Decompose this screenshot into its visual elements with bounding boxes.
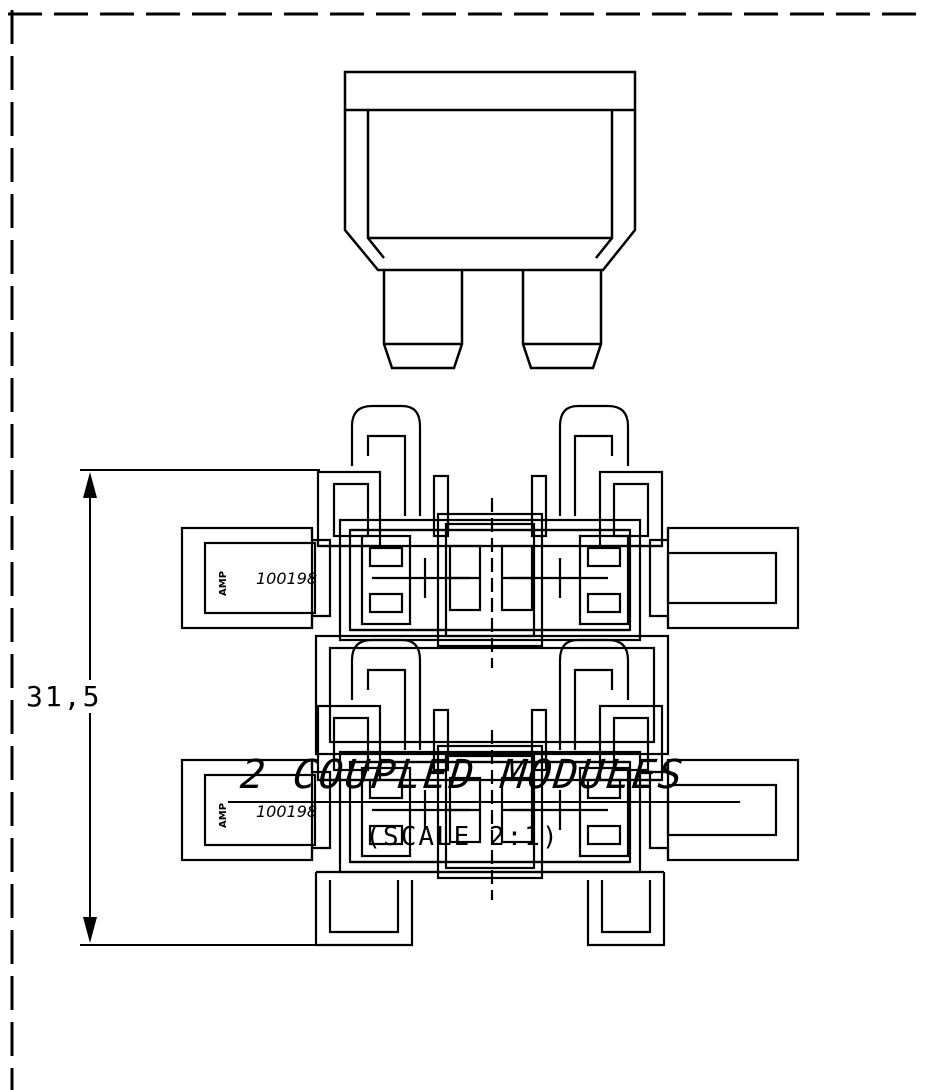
top-latch-post [530,474,548,538]
amp-logo-top: AMP [218,571,229,596]
module-bottom-clip [578,766,630,858]
module-top-clip [360,534,412,626]
middle-latch-post [530,708,548,772]
dimension-arrow-top [83,472,97,498]
module-bottom-clip [360,766,412,858]
module-top-left-tab [180,526,314,630]
amp-logo-bottom: AMP [218,803,229,828]
module-top-right-tab-inner [666,551,778,605]
coupled-modules-assembly [180,404,800,947]
dimension-arrow-bottom [83,917,97,943]
top-latch-left-hook [350,404,422,516]
top-latch-post [432,474,450,538]
dashed-frame [8,10,925,1090]
top-latch-left-hook-inner [366,434,407,516]
left-foot [314,872,414,947]
middle-latch-right-hook-inner [573,668,614,750]
part-number-top: 100198 [256,569,317,588]
middle-latch-right-hook [558,638,630,750]
drawing-title: 2 COUPLED MODULES [238,752,687,798]
part-number-bottom: 100198 [256,802,317,821]
module-top-center-inner [444,522,536,638]
module-top-left-notch [310,528,332,628]
module-bottom-center-inner [444,754,536,870]
dimension-label: 31,5 [22,680,106,713]
module-top-left-tab-inner [203,541,317,615]
module-top-clip-jaw [368,592,404,614]
module-bottom-clip-jaw [368,824,404,846]
module-bottom-clip-jaw [586,824,622,846]
module-bottom-clip-jaw [586,778,622,800]
module-bottom-center-holder [436,744,544,880]
scale-note: (SCALE 2:1) [365,822,560,852]
module-top-clip-jaw [586,592,622,614]
right-foot [586,872,666,947]
blade-fuse [343,70,637,370]
top-latch-right-hook-inner [573,434,614,516]
dimension-line [80,469,320,946]
top-latch-right-hook [558,404,630,516]
title-underline [228,801,740,803]
module-bottom-left-tab-inner [203,773,317,847]
module-top-center-holder [436,512,544,648]
module-bottom-right-notch [648,760,670,860]
middle-latch-left-hook-inner [366,668,407,750]
module-top-body [338,518,642,642]
module-top-right-notch [648,528,670,628]
middle-latch-left-hook [350,638,422,750]
right-foot-inner [600,880,652,934]
left-foot-inner [328,880,400,934]
module-bottom-right-tab-inner [666,783,778,837]
module-top-right-tab [666,526,800,630]
middle-latch-post [432,708,450,772]
module-top-clip [578,534,630,626]
module-bottom-clip-jaw [368,778,404,800]
module-top-clip-jaw [368,546,404,568]
top-latch-right-frame-inner [612,482,650,538]
module-bottom-left-notch [310,760,332,860]
module-bottom-left-tab [180,758,314,862]
module-top-clip-jaw [586,546,622,568]
